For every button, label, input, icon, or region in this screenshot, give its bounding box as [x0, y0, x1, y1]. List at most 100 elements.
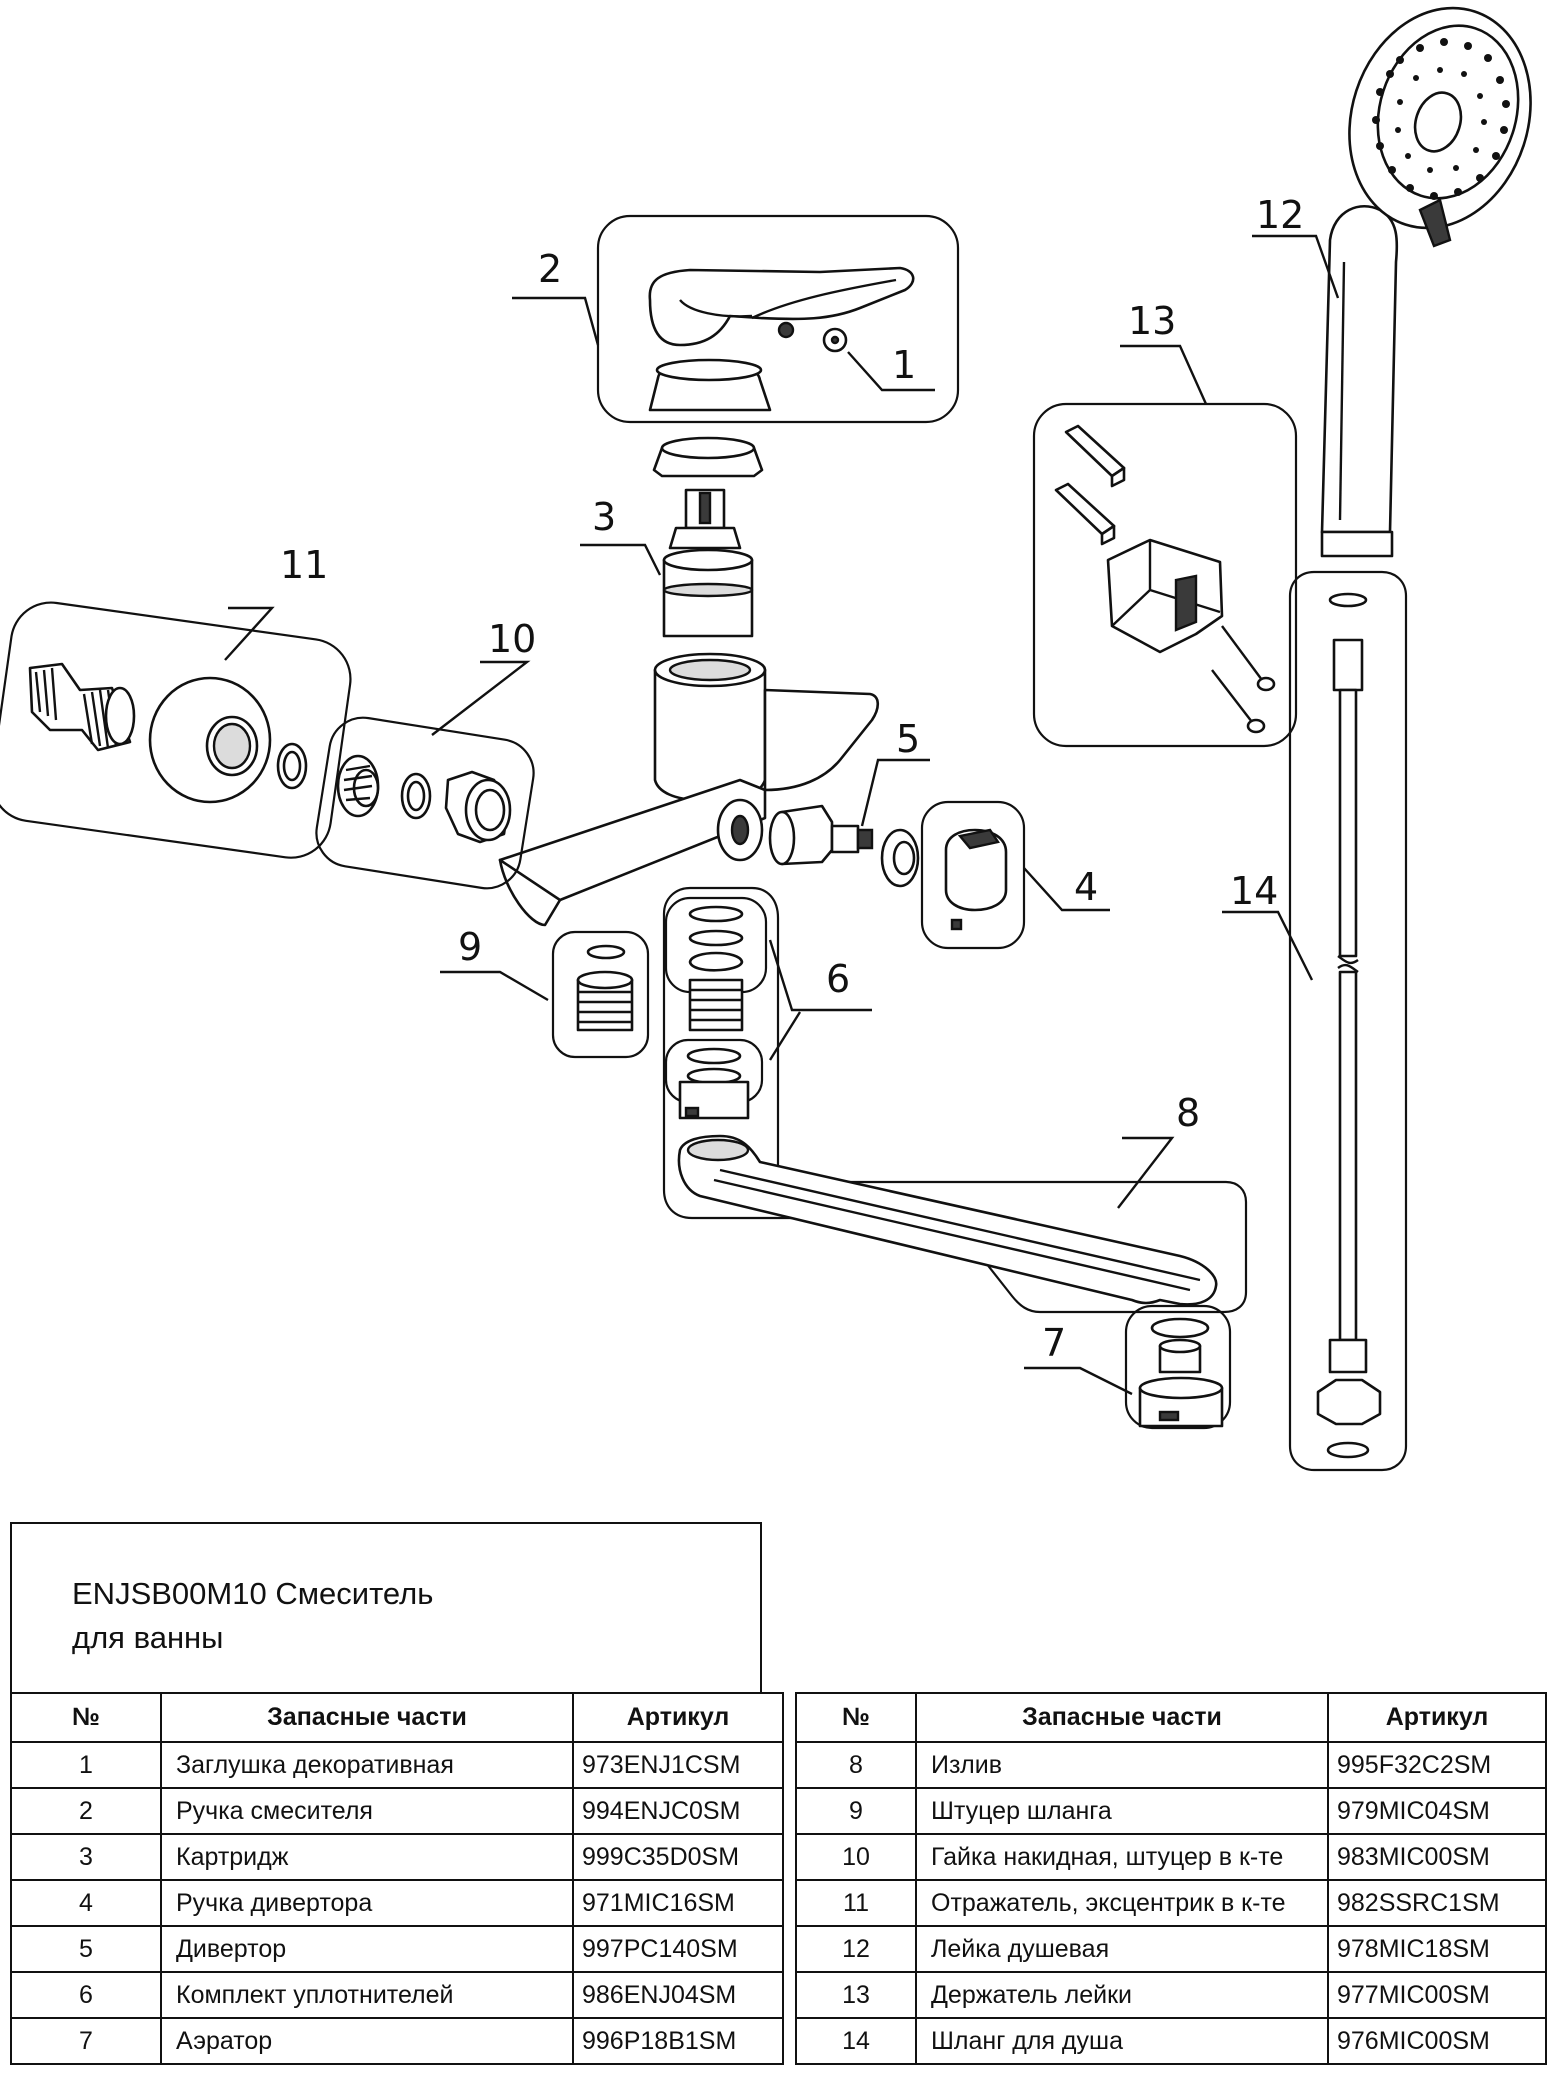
spout-group	[662, 886, 1248, 1430]
row-num: 13	[795, 1971, 917, 2019]
table-row: 12 Лейка душевая 978MIC18SM	[795, 1925, 1547, 1973]
callout-8: 8	[1176, 1091, 1200, 1135]
row-part: Ручка дивертора	[160, 1879, 574, 1927]
callout-5: 5	[896, 717, 920, 761]
row-part: Шланг для душа	[915, 2017, 1329, 2065]
leader-14	[1222, 910, 1314, 981]
table-row: 11 Отражатель, эксцентрик в к-те 982SSRC…	[795, 1879, 1547, 1927]
leader-11	[224, 606, 275, 661]
hose-group	[1222, 570, 1408, 1472]
row-num: 10	[795, 1833, 917, 1881]
row-part: Заглушка декоративная	[160, 1741, 574, 1789]
callout-12: 12	[1256, 193, 1304, 237]
table-row: 14 Шланг для душа 976MIC00SM	[795, 2017, 1547, 2065]
leader-6b	[768, 1011, 802, 1061]
callout-9: 9	[458, 925, 482, 969]
row-part: Держатель лейки	[915, 1971, 1329, 2019]
row-sku: 976MIC00SM	[1327, 2017, 1547, 2065]
callout-4: 4	[1074, 865, 1098, 909]
table-row: 4 Ручка дивертора 971MIC16SM	[10, 1879, 784, 1927]
row-num: 14	[795, 2017, 917, 2065]
callout-2: 2	[538, 247, 562, 291]
diverter-group	[768, 758, 930, 888]
callout-3: 3	[592, 495, 616, 539]
table-row: 8 Излив 995F32C2SM	[795, 1741, 1547, 1789]
eccentric-group	[0, 601, 352, 859]
cartridge-group	[580, 436, 764, 638]
holder-group	[1032, 344, 1298, 748]
row-sku: 997PC140SM	[572, 1925, 784, 1973]
row-part: Лейка душевая	[915, 1925, 1329, 1973]
row-num: 12	[795, 1925, 917, 1973]
row-part: Излив	[915, 1741, 1329, 1789]
header-sku: Артикул	[572, 1692, 784, 1743]
leader-3	[580, 543, 662, 576]
row-sku: 986ENJ04SM	[572, 1971, 784, 2019]
product-title-line-2: для ванны	[72, 1620, 224, 1655]
callout-1: 1	[892, 343, 916, 387]
leader-13	[1120, 344, 1208, 405]
row-part: Штуцер шланга	[915, 1787, 1329, 1835]
handle-group	[512, 214, 960, 424]
row-sku: 982SSRC1SM	[1327, 1879, 1547, 1927]
row-part: Картридж	[160, 1833, 574, 1881]
nut-group	[315, 660, 535, 890]
hose-fitting-frame	[551, 930, 650, 1059]
callout-14: 14	[1230, 869, 1278, 913]
row-part: Ручка смесителя	[160, 1787, 574, 1835]
row-sku: 999C35D0SM	[572, 1833, 784, 1881]
diverter-handle-group	[920, 800, 1110, 950]
row-sku: 978MIC18SM	[1327, 1925, 1547, 1973]
leader-4	[1023, 867, 1110, 912]
row-sku: 973ENJ1CSM	[572, 1741, 784, 1789]
leader-9	[440, 970, 549, 1002]
table-row: 2 Ручка смесителя 994ENJC0SM	[10, 1787, 784, 1835]
callout-7: 7	[1042, 1321, 1066, 1365]
hose-fitting-group	[440, 930, 650, 1059]
row-sku: 996P18B1SM	[572, 2017, 784, 2065]
row-num: 4	[10, 1879, 162, 1927]
row-sku: 977MIC00SM	[1327, 1971, 1547, 2019]
row-num: 1	[10, 1741, 162, 1789]
eccentric-group-frame	[0, 601, 352, 859]
table-header-row: № Запасные части Артикул	[795, 1692, 1547, 1743]
leader-10	[431, 660, 531, 736]
table-row: 3 Картридж 999C35D0SM	[10, 1833, 784, 1881]
leader-1	[847, 351, 935, 392]
callout-6: 6	[826, 957, 850, 1001]
header-num: №	[795, 1692, 917, 1743]
product-title: ENJSB00M10 Смеситель для ванны	[72, 1572, 433, 1660]
table-row: 5 Дивертор 997PC140SM	[10, 1925, 784, 1973]
spray-holes	[1372, 38, 1510, 200]
exploded-diagram: 2 1 3 11 10 5 4 9 6 8 7 12 13 14	[0, 6, 1532, 1472]
holder-group-frame	[1032, 402, 1298, 748]
callout-13: 13	[1128, 299, 1176, 343]
header-part: Запасные части	[160, 1692, 574, 1743]
row-part: Дивертор	[160, 1925, 574, 1973]
table-row: 7 Аэратор 996P18B1SM	[10, 2017, 784, 2065]
table-row: 13 Держатель лейки 977MIC00SM	[795, 1971, 1547, 2019]
hand-shower-group	[1252, 6, 1532, 558]
table-row: 1 Заглушка декоративная 973ENJ1CSM	[10, 1741, 784, 1789]
table-row: 6 Комплект уплотнителей 986ENJ04SM	[10, 1971, 784, 2019]
hose-group-frame	[1288, 570, 1408, 1472]
mixer-body	[498, 652, 880, 927]
row-num: 5	[10, 1925, 162, 1973]
header-part: Запасные части	[915, 1692, 1329, 1743]
callout-10: 10	[488, 617, 536, 661]
handle-group-frame	[596, 214, 960, 424]
row-num: 9	[795, 1787, 917, 1835]
leader-6a	[768, 939, 872, 1012]
row-sku: 994ENJC0SM	[572, 1787, 784, 1835]
leader-7	[1024, 1366, 1133, 1396]
row-part: Гайка накидная, штуцер в к-те	[915, 1833, 1329, 1881]
product-title-line-1: ENJSB00M10 Смеситель	[72, 1576, 434, 1611]
leader-12	[1252, 234, 1340, 299]
title-box: ENJSB00M10 Смеситель для ванны	[10, 1522, 762, 1692]
table-row: 9 Штуцер шланга 979MIC04SM	[795, 1787, 1547, 1835]
diverter-handle-frame	[920, 800, 1026, 950]
header-num: №	[10, 1692, 162, 1743]
row-num: 3	[10, 1833, 162, 1881]
header-sku: Артикул	[1327, 1692, 1547, 1743]
row-part: Отражатель, эксцентрик в к-те	[915, 1879, 1329, 1927]
